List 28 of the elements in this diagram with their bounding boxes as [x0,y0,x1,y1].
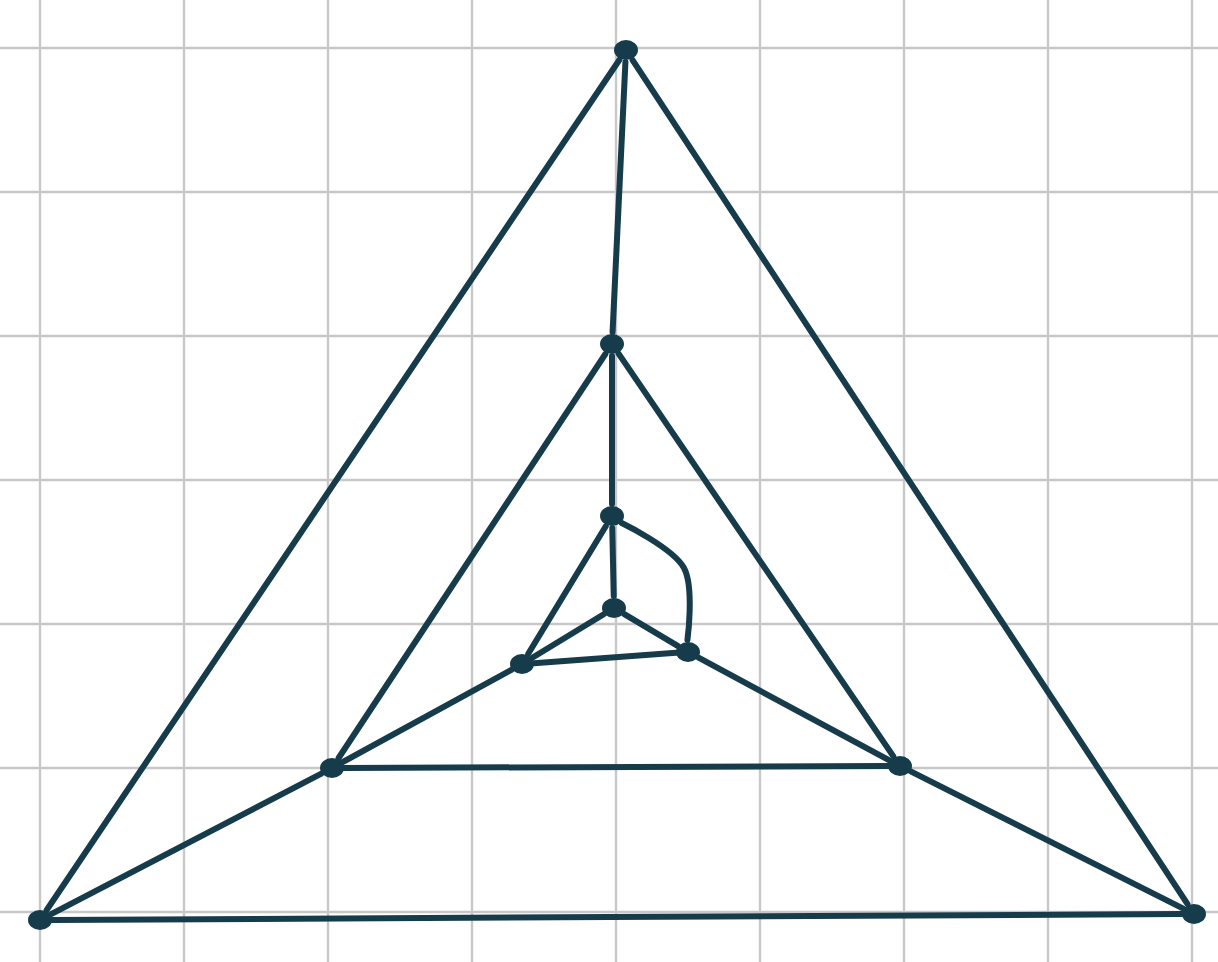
connector-line [615,350,897,760]
connector-line [335,351,609,761]
connector-line [339,666,515,766]
connector-line [43,56,623,914]
connector-line [49,911,1185,923]
graph-vertex [600,332,624,356]
graph-vertex [676,640,700,664]
connector-line [609,525,617,599]
graph-vertex [600,504,624,528]
graph-vertex [602,596,626,620]
connector-line [621,611,681,649]
graph-vertex [320,756,344,780]
graph-vertex [614,38,638,62]
connector-line [609,59,629,335]
graph-vertex [510,652,534,676]
connector-line [609,353,615,507]
connector-line [530,649,680,667]
connector-line [341,763,891,771]
connector-line [695,654,893,764]
connector-line [629,57,1191,907]
connector-line [529,611,607,661]
connector-line [525,523,609,657]
graph-vertex [888,754,912,778]
graph-vertex [28,908,52,932]
connector-line [47,770,325,918]
connector-line [907,768,1187,912]
connector-line [618,520,693,643]
graph-vertex [1182,902,1206,926]
